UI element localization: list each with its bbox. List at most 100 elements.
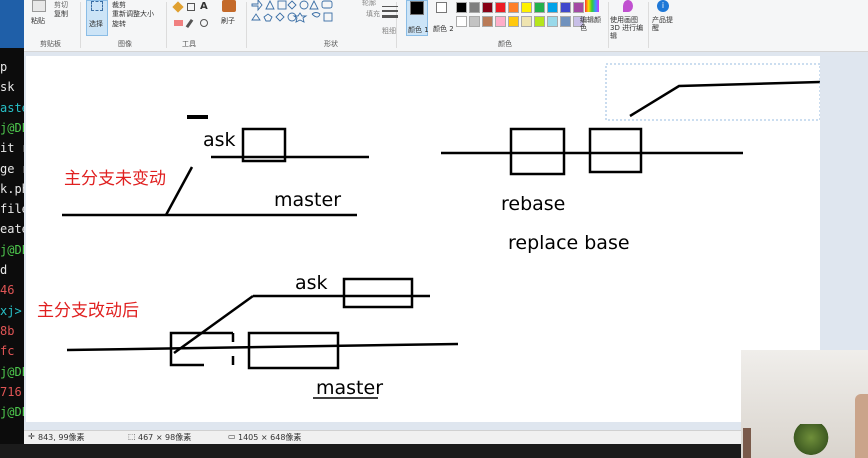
shapes-gallery[interactable] [250, 0, 340, 34]
paint3d-button[interactable]: 使用画图 3D 进行编辑 [610, 0, 648, 40]
terminal-line: 46 [0, 283, 15, 298]
line-width-icon [382, 15, 398, 18]
product-alert-button[interactable]: i 产品提醒 [650, 0, 676, 36]
label-changed: 主分支改动后 [37, 301, 139, 321]
text-tool-icon[interactable]: A [200, 1, 208, 12]
fill-bucket-icon[interactable] [187, 3, 195, 11]
clipboard-group-label: 剪贴板 [40, 40, 61, 48]
ask-commit-box [241, 127, 287, 163]
image-size: 1405 × 648像素 [238, 433, 302, 442]
terminal-line: 716 [0, 384, 22, 399]
rotate-button[interactable]: 旋转 [112, 20, 126, 28]
resize-button[interactable]: 重新调整大小 [112, 10, 154, 18]
branch-diagonal-line [173, 294, 254, 355]
webcam-person [855, 394, 868, 458]
color2-button[interactable]: 颜色 2 [432, 0, 454, 36]
color-wheel-icon [585, 0, 599, 12]
terminal-line: j@DE [0, 120, 24, 135]
color2-swatch [436, 2, 447, 13]
separator [80, 2, 81, 48]
color1-button[interactable]: 颜色 1 [406, 0, 429, 36]
master-line [66, 342, 459, 352]
brush-icon [222, 0, 236, 12]
image-group-label: 图像 [118, 40, 132, 48]
terminal-line: 8b [0, 323, 15, 338]
terminal-line: sk [0, 80, 15, 95]
separator [246, 2, 247, 48]
size-button[interactable]: 粗细 [378, 2, 402, 36]
selection-marquee[interactable] [605, 63, 820, 121]
select-label: 选择 [89, 20, 103, 28]
separator [608, 2, 609, 48]
webcam-object [743, 428, 751, 458]
color-swatch[interactable] [547, 2, 558, 13]
terminal-window[interactable]: pskastej@DEit rge rk.phfileeatej@DEd 46x… [0, 0, 24, 458]
canvas-area[interactable]: 主分支未变动 ask master rebase replace base 主分… [24, 52, 868, 430]
drawing-canvas[interactable]: 主分支未变动 ask master rebase replace base 主分… [26, 56, 820, 422]
ask-label: ask [203, 129, 236, 151]
product-alert-label: 产品提醒 [652, 16, 673, 32]
replace-base-label: replace base [508, 232, 630, 254]
brushes-label: 刷子 [221, 17, 235, 25]
paste-label: 粘贴 [31, 17, 45, 25]
magnifier-icon[interactable] [200, 19, 208, 27]
paint3d-icon [623, 0, 633, 12]
image-size-icon: ▭ [228, 432, 236, 441]
color-palette[interactable] [456, 0, 586, 30]
ribbon: 粘贴 剪切 复制 剪贴板 选择 裁剪 重新调整大小 旋转 图像 A 工具 刷子 [24, 0, 868, 52]
color-swatch[interactable] [456, 2, 467, 13]
webcam-overlay [741, 350, 868, 458]
brushes-button[interactable]: 刷子 [218, 0, 240, 36]
terminal-line: eate [0, 222, 24, 237]
color-swatch[interactable] [495, 16, 506, 27]
color-swatch[interactable] [469, 2, 480, 13]
separator [166, 2, 167, 48]
cut-label[interactable]: 剪切 [54, 1, 68, 9]
color-swatch[interactable] [521, 2, 532, 13]
terminal-line: k.ph [0, 181, 24, 196]
terminal-line: aste [0, 100, 24, 115]
crop-button[interactable]: 裁剪 [112, 1, 126, 9]
color-swatch[interactable] [495, 2, 506, 13]
color-swatch[interactable] [573, 2, 584, 13]
color1-swatch [410, 1, 424, 15]
color-swatch[interactable] [560, 2, 571, 13]
paste-button[interactable]: 粘贴 [28, 0, 50, 36]
color-swatch[interactable] [469, 16, 480, 27]
diagram-drawing [62, 63, 820, 399]
color-swatch[interactable] [508, 16, 519, 27]
terminal-line: d [0, 263, 8, 277]
rebase-label: rebase [501, 193, 566, 215]
branch-diagonal-line [164, 166, 194, 216]
color-swatch[interactable] [560, 16, 571, 27]
rebase-commit-box [509, 127, 566, 176]
color-swatch[interactable] [508, 2, 519, 13]
master-commit-box [169, 331, 233, 367]
terminal-titlebar[interactable] [0, 0, 24, 48]
master-commit-box [247, 331, 340, 370]
color-swatch[interactable] [482, 16, 493, 27]
color-picker-icon[interactable] [185, 18, 194, 29]
color-swatch[interactable] [456, 16, 467, 27]
select-button[interactable]: 选择 [86, 0, 108, 36]
eraser-icon[interactable] [174, 20, 183, 26]
color-swatch[interactable] [482, 2, 493, 13]
edit-colors-button[interactable]: 编辑颜色 [580, 0, 604, 36]
color1-label: 颜色 1 [408, 26, 429, 34]
ask-label: ask [295, 272, 328, 294]
color-swatch[interactable] [521, 16, 532, 27]
color-swatch[interactable] [534, 2, 545, 13]
copy-button[interactable]: 复制 [54, 10, 68, 18]
shape-outline-button[interactable]: 轮廓 [362, 0, 376, 7]
shape-fill-button[interactable]: 填充 [366, 10, 380, 18]
master-label: master [274, 189, 342, 211]
size-label: 粗细 [382, 27, 396, 35]
terminal-line: p [0, 60, 8, 74]
color-swatch[interactable] [547, 16, 558, 27]
selected-stroke [629, 80, 820, 118]
color-swatch[interactable] [573, 16, 584, 27]
pencil-icon[interactable] [172, 1, 184, 13]
color-swatch[interactable] [534, 16, 545, 27]
shapes-group-label: 形状 [324, 40, 338, 48]
